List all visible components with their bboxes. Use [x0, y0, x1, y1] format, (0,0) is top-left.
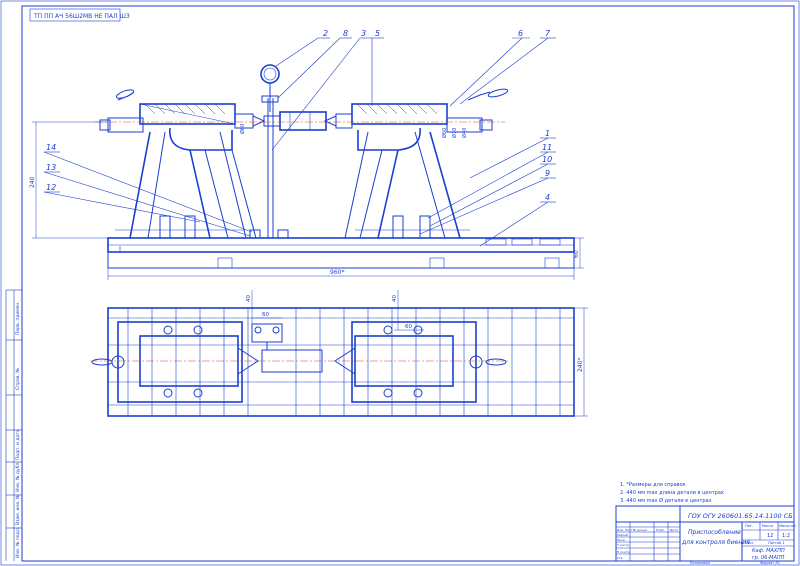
dim-offset-a: 40 — [246, 295, 252, 302]
plan-dimensions: 40 40 60 60 240* — [246, 290, 588, 417]
tb-row-2: Пров. — [617, 538, 626, 542]
tb-row-3: Т.контр. — [616, 543, 630, 547]
callouts: 2 8 3 5 6 7 1 11 10 9 4 14 13 12 — [46, 29, 552, 202]
plan-view — [90, 307, 575, 417]
dim-plan-width: 240* — [577, 358, 584, 372]
tb-lit-label: Лит. — [745, 524, 753, 528]
tb-org-2: гр. 06-МАПП — [752, 555, 785, 561]
tb-col-2: Дата — [670, 528, 678, 532]
dim-dia-b: Ø70 — [451, 128, 458, 138]
front-dimensions: 240 960* 60 Ø60 Ø70 Ø40 Ø60 — [29, 121, 584, 280]
inner-frame — [21, 5, 795, 562]
tb-row-0: Изм. Лист — [617, 528, 633, 532]
top-stamp: ТП ПП АЧ 56Ш2МВ НЕ ПАЛ ШЗ — [29, 8, 130, 22]
dim-dia-a: Ø60 — [441, 128, 448, 138]
side-label-4: Взам. инв. № — [15, 494, 21, 525]
tb-org-1: Каф. МАХПП — [752, 548, 785, 554]
dim-base-height: 60 — [573, 250, 580, 258]
top-stamp-text: ТП ПП АЧ 56Ш2МВ НЕ ПАЛ ШЗ — [33, 13, 130, 20]
tb-designation: ГОУ ОГУ 260601.65.14.1100 СБ — [688, 512, 793, 520]
dim-overall-length: 960* — [330, 269, 344, 276]
tb-row-4: Н.контр. — [617, 550, 630, 554]
tb-mass-label: Масса — [762, 524, 773, 528]
tb-mass-value: 12 — [767, 533, 773, 539]
callout-1: 1 — [545, 129, 550, 138]
callout-3: 3 — [361, 29, 366, 38]
dim-height-left: 240 — [29, 176, 36, 188]
tb-name-1: Приспособление — [688, 529, 741, 536]
tb-col-0: № докум. — [633, 528, 648, 532]
side-label-6: Инв. № подл. — [15, 527, 21, 558]
tb-copied: Копировал — [690, 561, 710, 565]
dim-spacing-a: 60 — [262, 312, 269, 318]
side-label-1: Справ. № — [15, 368, 21, 390]
note-3: 3. 440 мм max Ø детали в центрах — [620, 497, 712, 504]
side-strip: Перв. примен. Справ. № Подп. и дата Инв.… — [5, 289, 22, 561]
note-1: 1. *Размеры для справок — [620, 482, 686, 488]
tb-name-2: для контроля биения — [681, 539, 750, 546]
side-label-3: Инв. № дубл. — [15, 461, 21, 492]
plan-base — [107, 307, 575, 417]
tb-sheets-info: Листов 1 — [768, 541, 784, 545]
callout-2: 2 — [323, 29, 328, 38]
tb-row-5: Утв. — [617, 556, 623, 560]
callout-7: 7 — [545, 29, 551, 38]
note-2: 2. 440 мм max длина детали в центрах — [620, 490, 724, 496]
tb-col-1: Подп. — [656, 528, 665, 532]
callout-4: 4 — [545, 193, 550, 202]
callout-11: 11 — [542, 143, 552, 152]
base-bolts — [159, 215, 431, 239]
callout-14: 14 — [46, 143, 56, 152]
dim-dia-c: Ø40 — [461, 128, 468, 138]
title-block: ГОУ ОГУ 260601.65.14.1100 СБ Приспособле… — [615, 505, 796, 565]
callout-6: 6 — [518, 29, 523, 38]
callout-8: 8 — [343, 29, 348, 38]
tb-row-1: Разраб. — [617, 533, 629, 537]
callout-10: 10 — [542, 155, 552, 164]
tb-format: Формат А1 — [760, 561, 780, 565]
leader-lines — [43, 37, 556, 247]
side-label-2: Подп. и дата — [15, 429, 21, 460]
tb-scale-label: Масштаб — [779, 524, 796, 528]
callout-13: 13 — [46, 163, 56, 172]
dim-offset-b: 40 — [392, 295, 398, 302]
technical-notes: 1. *Размеры для справок 2. 440 мм max дл… — [620, 482, 724, 504]
callout-12: 12 — [46, 183, 56, 192]
tb-sheet-info: Лист — [745, 541, 754, 545]
callout-5: 5 — [375, 29, 380, 38]
side-label-0: Перв. примен. — [15, 301, 21, 335]
front-view — [95, 64, 575, 269]
callout-9: 9 — [545, 169, 550, 178]
dim-spacing-b: 60 — [405, 324, 412, 330]
dim-dia-d: Ø60 — [239, 124, 246, 134]
tb-scale-value: 1:2 — [782, 533, 790, 539]
